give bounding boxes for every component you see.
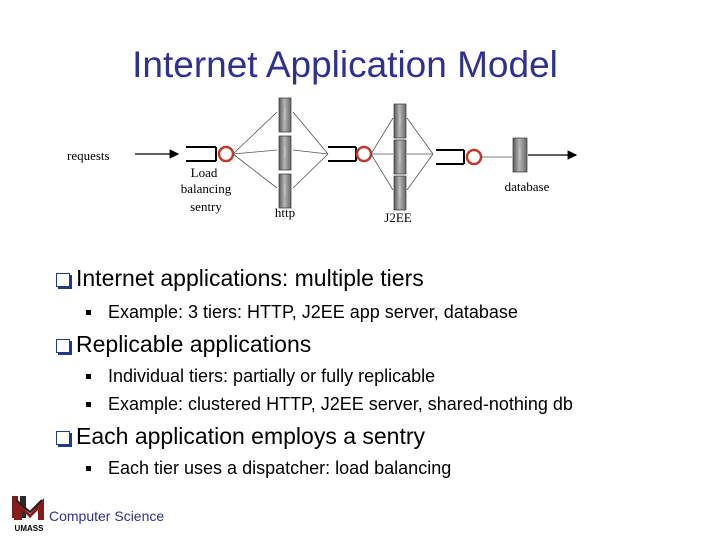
http-tier-label: http bbox=[275, 205, 295, 220]
load-balancer-2 bbox=[328, 145, 373, 163]
bullet-item: Replicable applications bbox=[76, 331, 312, 357]
requests-label: requests bbox=[67, 148, 110, 163]
sub-bullet-marker bbox=[86, 374, 91, 379]
j2ee-tier-label: J2EE bbox=[384, 210, 412, 225]
database-tier-label: database bbox=[505, 179, 550, 194]
fan-lines-j2ee bbox=[370, 117, 434, 191]
bullet-item: Internet applications: multiple tiers bbox=[76, 265, 424, 291]
logo-text: UMASS bbox=[15, 524, 45, 533]
server-j2ee-2 bbox=[393, 139, 407, 175]
bullet-marker bbox=[56, 339, 70, 353]
footer-department: Computer Science bbox=[49, 508, 165, 524]
sub-bullet-item: Example: clustered HTTP, J2EE server, sh… bbox=[108, 394, 573, 414]
sub-bullet-marker bbox=[86, 310, 91, 315]
server-http-3 bbox=[278, 173, 292, 209]
architecture-diagram: requests Load balancing sentry http J2EE… bbox=[67, 97, 578, 225]
sentry-label-line-3: sentry bbox=[190, 199, 222, 214]
umass-logo: UMASS bbox=[12, 496, 45, 533]
sentry-label-line-2: balancing bbox=[181, 181, 232, 196]
sub-bullet-item: Individual tiers: partially or fully rep… bbox=[108, 366, 436, 386]
fan-lines-http bbox=[232, 111, 329, 189]
server-j2ee-1 bbox=[393, 103, 407, 139]
server-database bbox=[512, 137, 528, 173]
server-http-2 bbox=[278, 135, 292, 171]
bullet-marker bbox=[56, 273, 70, 287]
sub-bullet-item: Example: 3 tiers: HTTP, J2EE app server,… bbox=[108, 302, 518, 322]
load-balancer-1 bbox=[186, 145, 235, 163]
slide-title: Internet Application Model bbox=[132, 44, 558, 85]
server-http-1 bbox=[278, 97, 292, 133]
server-j2ee-3 bbox=[393, 175, 407, 211]
sub-bullet-marker bbox=[86, 402, 91, 407]
load-balancer-3 bbox=[436, 148, 483, 166]
sentry-label-line-1: Load bbox=[191, 165, 218, 180]
bullet-item: Each application employs a sentry bbox=[76, 423, 426, 449]
sub-bullet-item: Each tier uses a dispatcher: load balanc… bbox=[108, 458, 452, 478]
bullet-marker bbox=[56, 431, 70, 445]
sub-bullet-marker bbox=[86, 466, 91, 471]
